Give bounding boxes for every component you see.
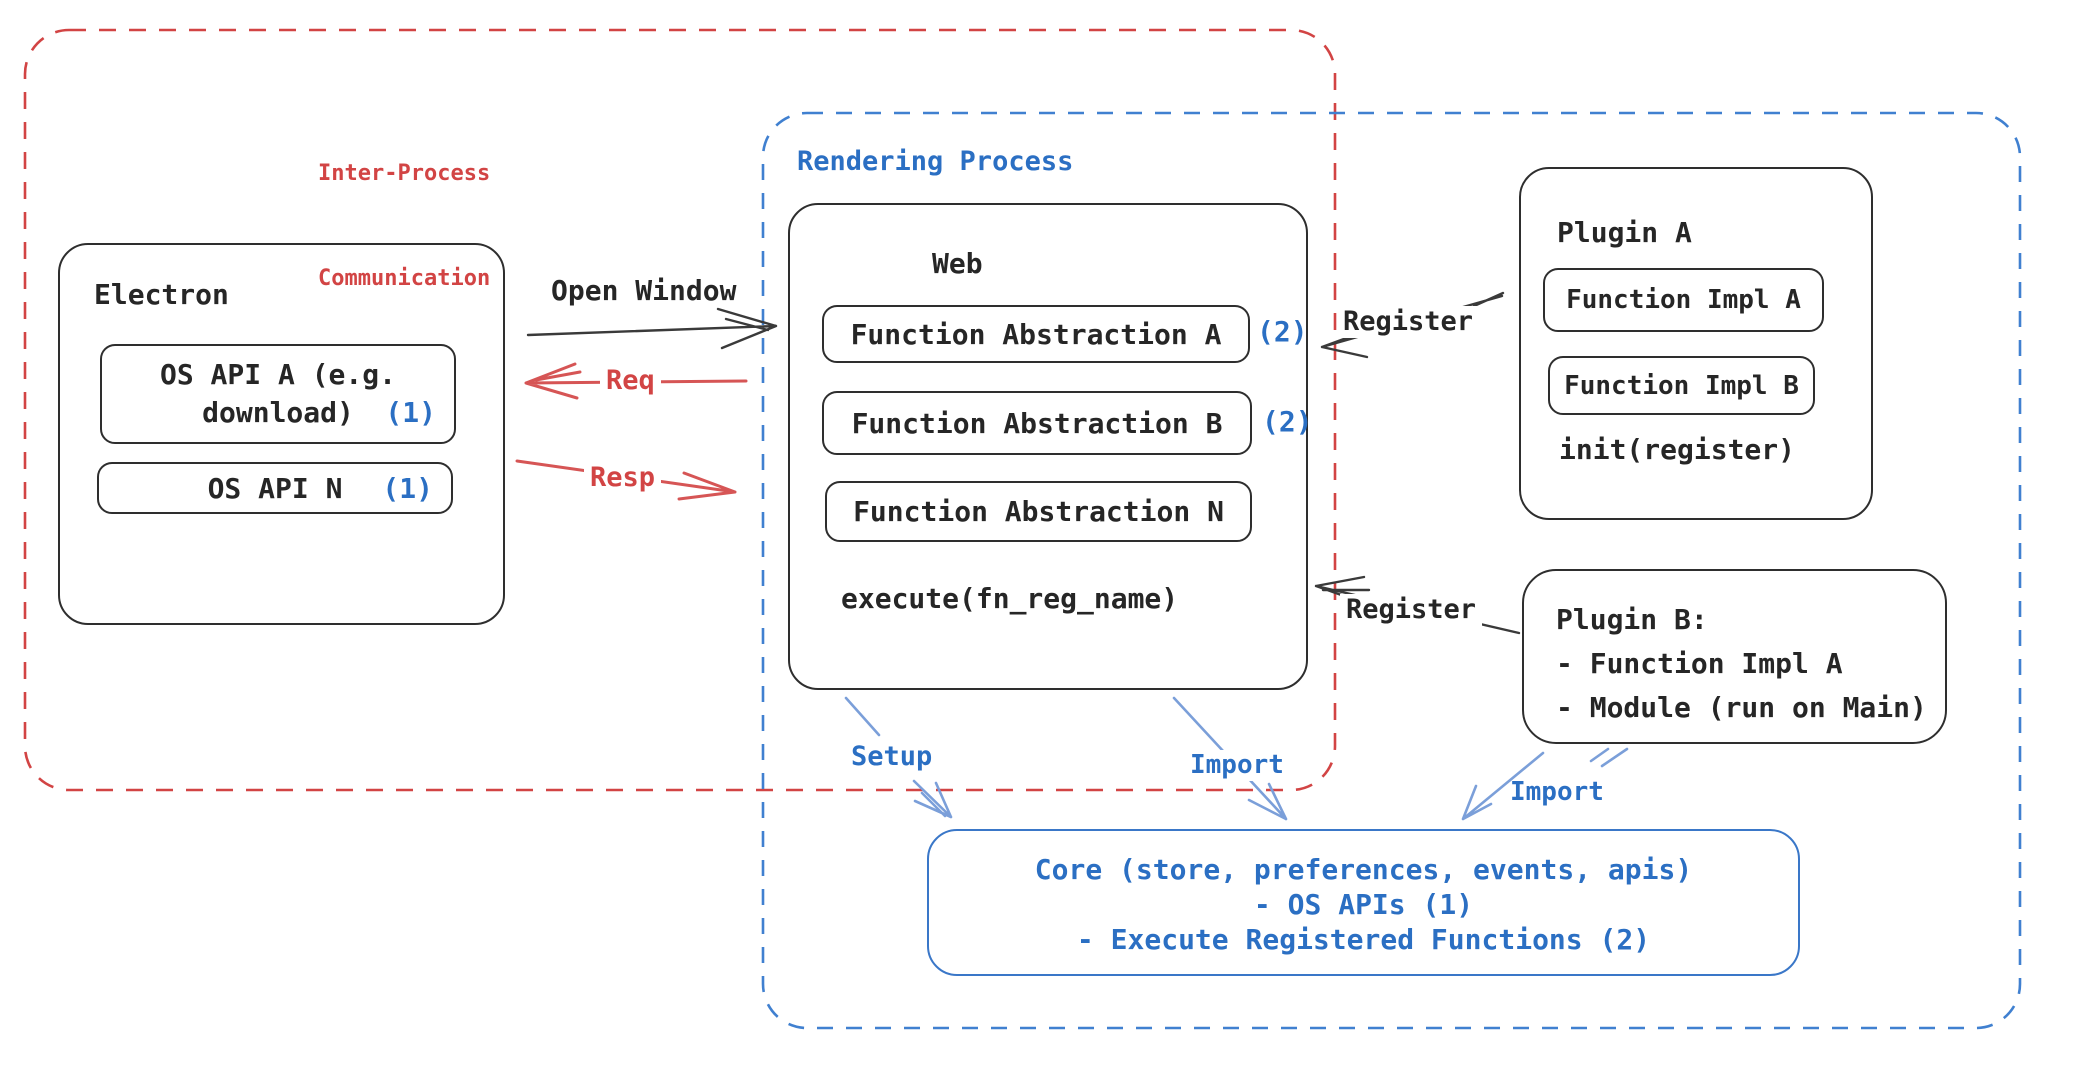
import-mid-label: Import bbox=[1184, 750, 1290, 782]
req-label: Req bbox=[600, 365, 661, 398]
function-abstraction-a-box: Function Abstraction A bbox=[822, 305, 1250, 363]
function-abstraction-n-label: Function Abstraction N bbox=[853, 495, 1224, 528]
register-top-label: Register bbox=[1337, 306, 1480, 339]
open-window-arrow bbox=[526, 307, 778, 350]
electron-title: Electron bbox=[94, 278, 229, 311]
register-bottom-label: Register bbox=[1340, 594, 1483, 627]
os-api-n-box: OS API N (1) bbox=[97, 462, 453, 514]
core-box: Core (store, preferences, events, apis) … bbox=[927, 829, 1800, 976]
plugin-b-title: Plugin B: bbox=[1556, 603, 1708, 636]
function-impl-a-label: Function Impl A bbox=[1566, 285, 1801, 315]
os-api-a-label-line2: download) bbox=[202, 396, 354, 429]
core-item-execute-registered: - Execute Registered Functions (2) bbox=[1076, 923, 1651, 956]
os-api-n-label: OS API N bbox=[207, 471, 343, 505]
import-right-label: Import bbox=[1510, 777, 1604, 807]
plugin-a-box: Plugin A Function Impl A Function Impl B… bbox=[1519, 167, 1873, 520]
setup-label: Setup bbox=[851, 741, 933, 772]
function-abstraction-n-box: Function Abstraction N bbox=[825, 481, 1252, 542]
web-title: Web bbox=[932, 247, 983, 280]
open-window-label: Open Window bbox=[551, 274, 737, 307]
plugin-b-item-function-impl-a: - Function Impl A bbox=[1556, 647, 1843, 680]
function-impl-b-label: Function Impl B bbox=[1564, 370, 1799, 401]
ipc-title-line1: Inter-Process bbox=[318, 161, 491, 186]
resp-label: Resp bbox=[584, 462, 662, 495]
core-title: Core (store, preferences, events, apis) bbox=[1034, 853, 1693, 886]
os-api-a-badge: (1) bbox=[385, 396, 436, 429]
function-abstraction-b-label: Function Abstraction B bbox=[851, 406, 1223, 440]
ipc-region-title: Inter-Process Communication bbox=[318, 86, 490, 366]
web-box: Web Function Abstraction A (2) Function … bbox=[788, 203, 1313, 690]
function-impl-a-box: Function Impl A bbox=[1543, 268, 1824, 332]
core-item-os-apis: - OS APIs (1) bbox=[1253, 888, 1474, 921]
plugin-b-box: Plugin B: - Function Impl A - Module (ru… bbox=[1522, 569, 1947, 744]
execute-label: execute(fn_reg_name) bbox=[841, 582, 1179, 615]
ipc-title-line2: Communication bbox=[318, 266, 491, 291]
plugin-a-title: Plugin A bbox=[1557, 216, 1692, 249]
function-impl-b-box: Function Impl B bbox=[1548, 356, 1815, 415]
function-abstraction-b-box: Function Abstraction B bbox=[822, 391, 1252, 455]
os-api-n-badge: (1) bbox=[382, 472, 433, 505]
function-abstraction-a-label: Function Abstraction A bbox=[850, 317, 1222, 351]
function-abstraction-b-badge: (2) bbox=[1262, 405, 1313, 438]
plugin-b-item-module: - Module (run on Main) bbox=[1556, 691, 1927, 724]
function-abstraction-a-badge: (2) bbox=[1257, 315, 1308, 348]
init-register-label: init(register) bbox=[1559, 433, 1796, 466]
rendering-process-title: Rendering Process bbox=[797, 146, 1074, 177]
